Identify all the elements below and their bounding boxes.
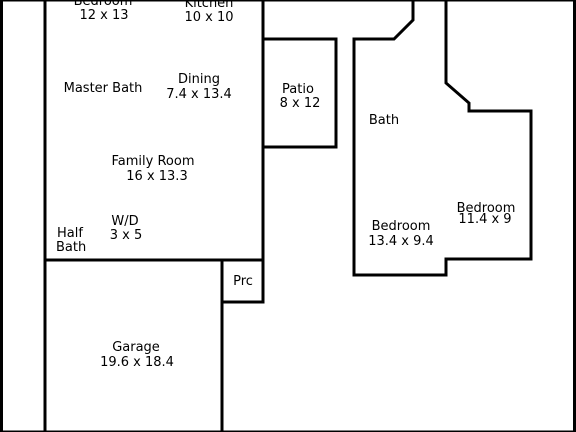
room-dining-dims: 7.4 x 13.4 xyxy=(166,87,232,102)
room-garage-name: Garage xyxy=(112,340,160,355)
room-dining-name: Dining xyxy=(178,72,220,87)
room-kitchen-dims: 10 x 10 xyxy=(184,10,233,25)
room-patio-name: Patio xyxy=(282,82,314,97)
right-block-walls xyxy=(352,0,533,277)
room-family-room-dims: 16 x 13.3 xyxy=(126,169,187,184)
room-half-bath-line1: Half xyxy=(57,226,83,241)
room-garage-dims: 19.6 x 18.4 xyxy=(100,355,174,370)
room-patio-dims: 8 x 12 xyxy=(280,96,321,111)
room-bath-name: Bath xyxy=(369,113,399,128)
room-laundry-name: W/D xyxy=(111,214,138,229)
room-bedroom-main-name: Bedroom xyxy=(74,0,133,9)
room-bedroom-main-dims: 12 x 13 xyxy=(79,8,128,23)
room-master-bath-name: Master Bath xyxy=(64,81,143,96)
room-bedroom-2-dims: 13.4 x 9.4 xyxy=(368,234,434,249)
room-kitchen-name: Kitchen xyxy=(185,0,234,11)
room-laundry-dims: 3 x 5 xyxy=(110,228,143,243)
porch-walls xyxy=(222,260,265,304)
room-half-bath-line2: Bath xyxy=(56,240,86,255)
room-bedroom-2-name: Bedroom xyxy=(372,219,431,234)
room-family-room-name: Family Room xyxy=(112,154,195,169)
room-bedroom-3-dims: 11.4 x 9 xyxy=(458,212,511,227)
room-bedroom-3-name: Bedroom xyxy=(457,201,516,216)
patio-walls xyxy=(261,37,338,149)
room-porch-name: Prc xyxy=(233,274,253,289)
